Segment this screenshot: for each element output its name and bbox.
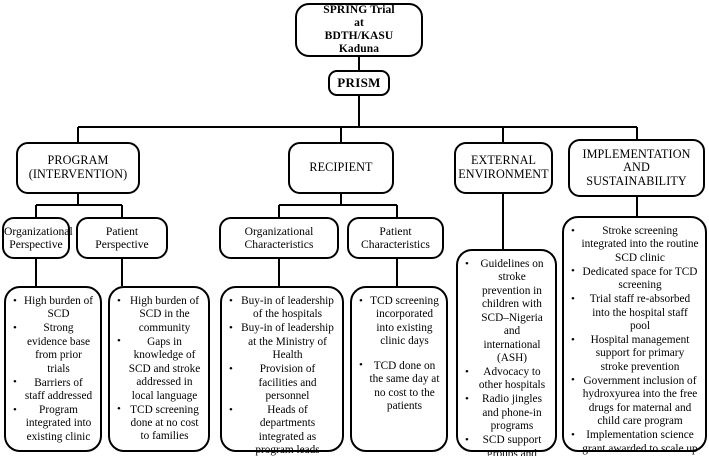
node-recipient-label: RECIPIENT — [309, 160, 373, 175]
list-item: Radio jingles and phone-in programs — [465, 393, 549, 433]
list-item: Gaps in knowledge of SCD and stroke addr… — [117, 335, 202, 403]
list-item: Dedicated space for TCD screening — [571, 265, 699, 293]
node-organizational-characteristics[interactable]: Organizational Characteristics — [219, 217, 339, 259]
list-item: Heads of departments integrated as progr… — [229, 404, 336, 456]
list-item: Buy-in of leadership at the Ministry of … — [229, 322, 336, 362]
list-item: Stroke screening integrated into the rou… — [571, 224, 699, 265]
list-implementation-sustainability-items: Stroke screening integrated into the rou… — [571, 224, 699, 456]
list-item: Strong evidence base from prior trials — [13, 322, 94, 376]
list-item: SCD support groups and patient advocates — [465, 434, 549, 456]
node-external-environment[interactable]: EXTERNAL ENVIRONMENT — [454, 142, 553, 194]
node-prism-label: PRISM — [337, 74, 381, 90]
list-item: Barriers of staff addressed — [13, 376, 94, 404]
node-patient-characteristics-label: Patient Characteristics — [361, 225, 430, 251]
list-item: TCD screening done at no cost to familie… — [117, 403, 202, 444]
list-item: High burden of SCD in the community — [117, 294, 202, 335]
list-patient-perspective[interactable]: High burden of SCD in the communityGaps … — [108, 286, 210, 452]
list-organizational-perspective[interactable]: High burden of SCDStrong evidence base f… — [4, 286, 102, 452]
list-item: Advocacy to other hospitals — [465, 366, 549, 393]
list-external-environment-items: Guidelines on stroke prevention in child… — [465, 258, 549, 456]
node-external-environment-label: EXTERNAL ENVIRONMENT — [458, 153, 549, 181]
list-item: Government inclusion of hydroxyurea into… — [571, 374, 699, 429]
node-program-label: PROGRAM (INTERVENTION) — [28, 153, 128, 181]
list-patient-characteristics-items: TCD screening incorporated into existing… — [359, 295, 440, 414]
list-item: Implementation science grant awarded to … — [571, 429, 699, 456]
node-spring-trial-label: SPRING Trial at BDTH/KASU Kaduna — [323, 4, 395, 55]
node-program[interactable]: PROGRAM (INTERVENTION) — [16, 142, 140, 194]
node-patient-perspective-label: Patient Perspective — [95, 225, 149, 251]
list-item: High burden of SCD — [13, 295, 94, 322]
list-item: Trial staff re-absorbed into the hospita… — [571, 293, 699, 333]
node-organizational-characteristics-label: Organizational Characteristics — [244, 225, 314, 251]
list-external-environment[interactable]: Guidelines on stroke prevention in child… — [456, 249, 557, 456]
list-implementation-sustainability[interactable]: Stroke screening integrated into the rou… — [562, 216, 707, 456]
node-recipient[interactable]: RECIPIENT — [288, 142, 394, 194]
list-item: TCD done on the same day at no cost to t… — [359, 359, 440, 414]
list-item: TCD screening incorporated into existing… — [359, 295, 440, 349]
node-implementation-sustainability[interactable]: IMPLEMENTATION AND SUSTAINABILITY — [568, 139, 705, 197]
list-patient-characteristics[interactable]: TCD screening incorporated into existing… — [350, 286, 448, 452]
list-item: Program integrated into existing clinic — [13, 403, 94, 444]
list-organizational-characteristics[interactable]: Buy-in of leadership of the hospitalsBuy… — [220, 286, 344, 456]
list-item: Guidelines on stroke prevention in child… — [465, 258, 549, 366]
list-item: Provision of facilities and personnel — [229, 363, 336, 403]
list-organizational-perspective-items: High burden of SCDStrong evidence base f… — [13, 295, 94, 444]
node-organizational-perspective[interactable]: Organizational Perspective — [2, 217, 73, 259]
list-patient-perspective-items: High burden of SCD in the communityGaps … — [117, 294, 202, 444]
node-patient-characteristics[interactable]: Patient Characteristics — [347, 217, 444, 259]
list-organizational-characteristics-items: Buy-in of leadership of the hospitalsBuy… — [229, 295, 336, 456]
node-prism[interactable]: PRISM — [328, 70, 390, 96]
list-item: Hospital management support for primary … — [571, 333, 699, 374]
node-organizational-perspective-label: Organizational Perspective — [4, 225, 73, 251]
node-patient-perspective[interactable]: Patient Perspective — [76, 217, 168, 259]
node-spring-trial[interactable]: SPRING Trial at BDTH/KASU Kaduna — [295, 3, 423, 57]
list-item: Buy-in of leadership of the hospitals — [229, 295, 336, 322]
node-implementation-sustainability-label: IMPLEMENTATION AND SUSTAINABILITY — [582, 146, 691, 188]
